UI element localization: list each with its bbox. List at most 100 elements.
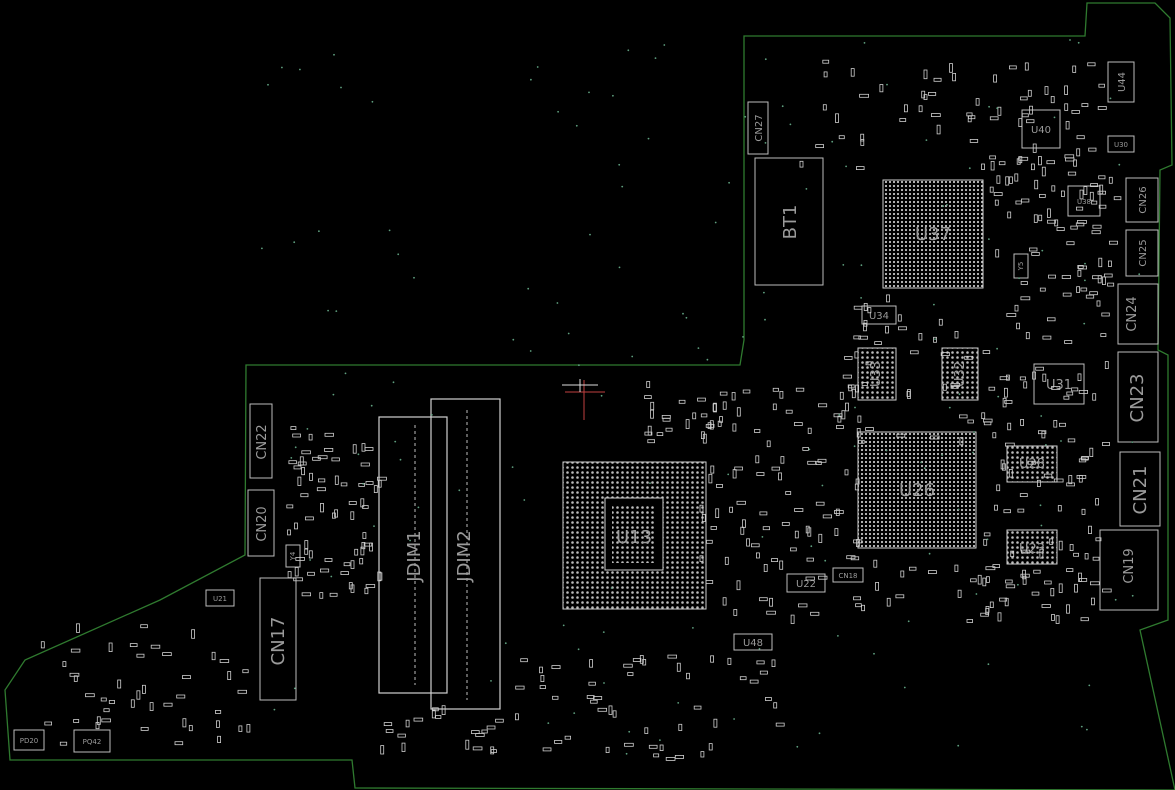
- passive-component: [1076, 206, 1084, 211]
- passive-component: [1081, 103, 1089, 107]
- via: [663, 44, 666, 46]
- passive-component: [997, 612, 1002, 622]
- passive-component: [858, 335, 868, 340]
- passive-component: [966, 112, 973, 117]
- passive-component: [397, 733, 406, 738]
- passive-component: [686, 672, 690, 680]
- passive-component: [1090, 183, 1098, 188]
- pd20-part: PD20: [13, 729, 45, 751]
- passive-component: [413, 717, 424, 722]
- passive-component: [646, 381, 651, 388]
- passive-component: [715, 508, 720, 518]
- passive-component: [1041, 166, 1046, 177]
- passive-component: [297, 476, 302, 486]
- passive-component: [359, 558, 364, 565]
- passive-component: [732, 423, 737, 432]
- cn18-connector: CN18: [832, 567, 864, 583]
- via: [1083, 322, 1086, 325]
- passive-component: [1035, 366, 1044, 371]
- passive-component: [942, 383, 947, 391]
- passive-component: [1077, 269, 1082, 277]
- passive-component: [242, 669, 249, 674]
- passive-component: [1033, 214, 1038, 223]
- via: [573, 712, 576, 714]
- passive-component: [1066, 391, 1074, 396]
- passive-component: [293, 577, 303, 582]
- via: [261, 247, 263, 250]
- passive-component: [759, 670, 768, 675]
- passive-component: [1071, 110, 1080, 114]
- pq42-part: PQ42: [73, 729, 111, 753]
- passive-component: [361, 542, 366, 550]
- passive-component: [377, 571, 382, 582]
- via: [649, 482, 651, 484]
- passive-component: [1097, 275, 1102, 284]
- passive-component: [70, 648, 81, 653]
- passive-component: [644, 395, 652, 400]
- passive-component: [608, 705, 613, 715]
- u33-chip: U33: [857, 347, 897, 401]
- passive-component: [647, 425, 652, 436]
- passive-component: [810, 611, 820, 616]
- passive-component: [1100, 333, 1107, 338]
- u32-label: U32: [953, 361, 968, 387]
- passive-component: [678, 723, 683, 731]
- passive-component: [1067, 438, 1076, 443]
- passive-component: [1092, 556, 1100, 561]
- via: [392, 381, 395, 384]
- via: [968, 167, 971, 170]
- passive-component: [1058, 540, 1063, 551]
- passive-component: [1062, 292, 1072, 297]
- passive-component: [981, 163, 985, 170]
- via: [975, 593, 978, 595]
- via: [512, 338, 515, 341]
- passive-component: [850, 68, 855, 77]
- passive-component: [759, 511, 768, 516]
- passive-component: [661, 414, 671, 419]
- via: [335, 310, 338, 312]
- small-components: [40, 59, 1122, 761]
- passive-component: [308, 433, 313, 441]
- passive-component: [44, 721, 52, 726]
- cn24-label: CN24: [1125, 296, 1140, 331]
- passive-component: [1031, 591, 1040, 596]
- passive-component: [983, 532, 991, 537]
- passive-component: [895, 594, 905, 599]
- u31-label: U31: [1046, 378, 1072, 393]
- via: [796, 745, 799, 748]
- passive-component: [731, 392, 736, 401]
- passive-component: [1020, 418, 1024, 426]
- passive-component: [219, 659, 230, 663]
- passive-component: [1021, 549, 1031, 554]
- via: [789, 123, 792, 126]
- passive-component: [898, 326, 907, 331]
- via: [290, 457, 293, 459]
- passive-component: [982, 350, 991, 355]
- passive-component: [1039, 193, 1046, 198]
- passive-component: [1101, 312, 1110, 317]
- passive-component: [918, 105, 923, 113]
- passive-component: [340, 571, 349, 575]
- passive-component: [732, 469, 737, 479]
- via: [934, 338, 936, 340]
- via: [742, 336, 744, 338]
- passive-component: [988, 386, 996, 391]
- via: [928, 552, 931, 555]
- passive-component: [710, 465, 715, 474]
- passive-component: [301, 450, 311, 455]
- passive-component: [117, 679, 122, 689]
- passive-component: [785, 409, 793, 414]
- via: [1131, 441, 1134, 443]
- passive-component: [1061, 275, 1071, 279]
- passive-component: [1005, 176, 1010, 186]
- passive-component: [362, 532, 367, 539]
- via: [842, 264, 845, 266]
- passive-component: [799, 160, 804, 168]
- via: [281, 66, 283, 69]
- via: [781, 105, 784, 108]
- passive-component: [855, 603, 862, 608]
- passive-component: [756, 660, 765, 665]
- passive-component: [853, 596, 861, 601]
- u48-label: U48: [743, 638, 763, 649]
- passive-component: [1108, 260, 1112, 267]
